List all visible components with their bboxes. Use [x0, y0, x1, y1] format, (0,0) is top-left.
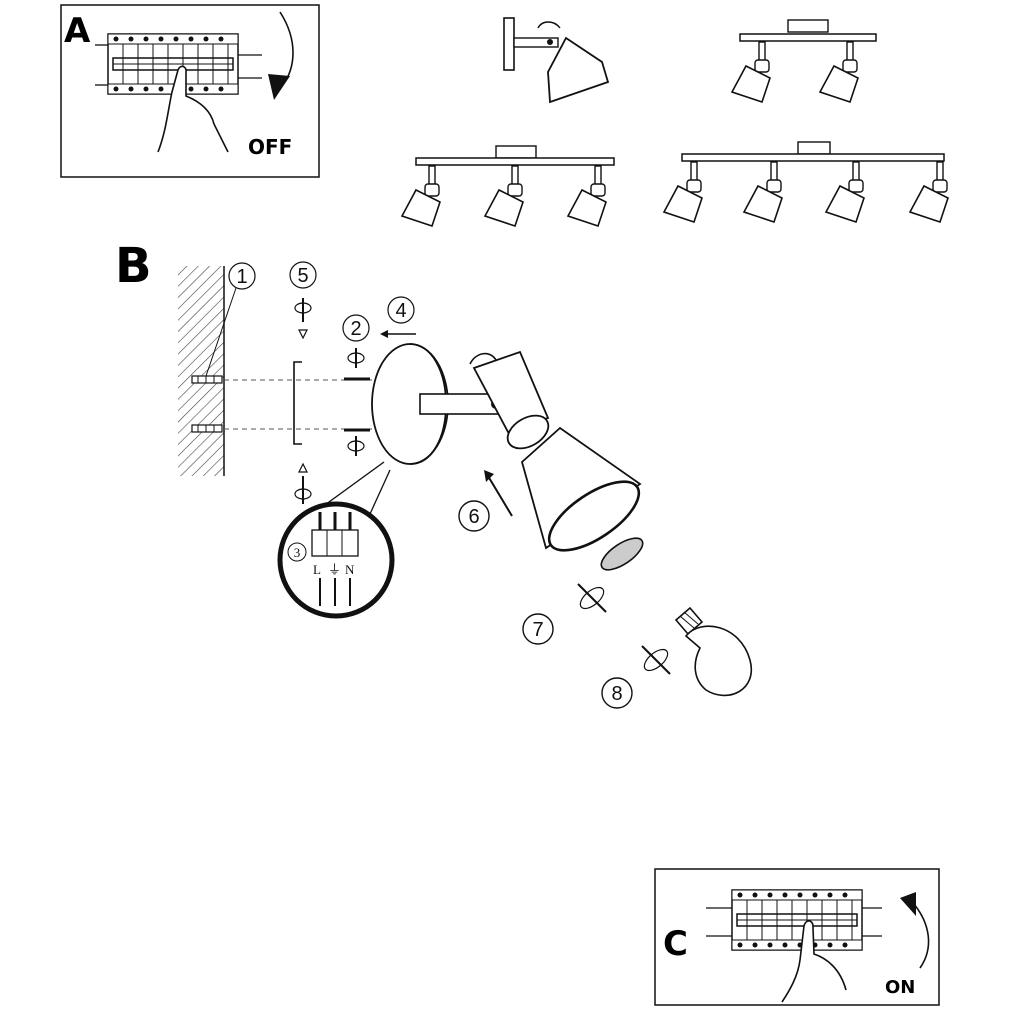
on-label: ON: [885, 977, 915, 998]
rotate-bulb-icon: [641, 645, 671, 675]
step-marker-1: 1: [228, 262, 256, 290]
spot-arm: [419, 393, 499, 415]
step-8-label: 8: [611, 683, 622, 705]
panel-c: C ON: [654, 868, 940, 1006]
panel-b: B: [115, 238, 753, 709]
breaker-row-a: [107, 33, 239, 95]
panel-a: A OFF: [60, 4, 320, 178]
step-4-label: 4: [395, 300, 406, 322]
shade-ring: [600, 537, 644, 571]
screw-top: [344, 348, 370, 381]
variant-single-spot: [503, 17, 610, 104]
rotate-ring-icon: [577, 583, 607, 613]
arrow-up-icon: [913, 903, 930, 969]
step-5-label: 5: [297, 265, 308, 287]
step-marker-7: 7: [522, 613, 554, 645]
step-marker-2: 2: [342, 314, 370, 342]
panel-b-letter: B: [115, 238, 152, 294]
mounting-bracket: [293, 361, 302, 445]
variant-quad-spot-bar: [663, 141, 949, 223]
wall-plug-top: [191, 375, 223, 384]
arrow-head-up-icon: [900, 892, 916, 916]
hand-icon-a: [157, 65, 229, 153]
spot-swivel-head: [472, 350, 550, 434]
step-marker-6: 6: [458, 500, 490, 532]
breaker-row-c: [731, 889, 863, 951]
wall-plug-bottom: [191, 424, 223, 433]
lamp-shade: [520, 426, 642, 552]
step-6-label: 6: [468, 506, 479, 528]
step-marker-5: 5: [289, 261, 317, 289]
wire-live-label: L: [313, 562, 321, 577]
panel-a-letter: A: [64, 11, 91, 51]
hand-icon-c: [781, 920, 847, 1003]
arrow-up-left-icon: [487, 475, 513, 517]
wiring-detail-circle: L ⏚ N: [277, 501, 395, 619]
wire-earth-label: ⏚: [328, 562, 341, 577]
step-marker-4: 4: [387, 296, 415, 324]
variant-double-spot-bar: [731, 19, 877, 103]
panel-c-letter: C: [663, 924, 688, 964]
wire-neutral-label: N: [345, 562, 355, 577]
screw-bottom: [344, 428, 370, 456]
step-7-label: 7: [532, 619, 543, 641]
step-2-label: 2: [350, 318, 361, 340]
wall: [178, 266, 224, 476]
step-3-label: 3: [294, 545, 301, 560]
step-1-label: 1: [236, 266, 247, 288]
arrow-head-down-icon: [268, 74, 290, 100]
off-label: OFF: [248, 135, 292, 159]
light-bulb-icon: [674, 606, 753, 697]
step-marker-8: 8: [601, 677, 633, 709]
bracket-screw-bottom: [294, 462, 312, 504]
step-marker-3: 3: [287, 542, 307, 562]
variant-triple-spot-bar: [401, 145, 615, 227]
bracket-screw-top: [294, 298, 312, 340]
